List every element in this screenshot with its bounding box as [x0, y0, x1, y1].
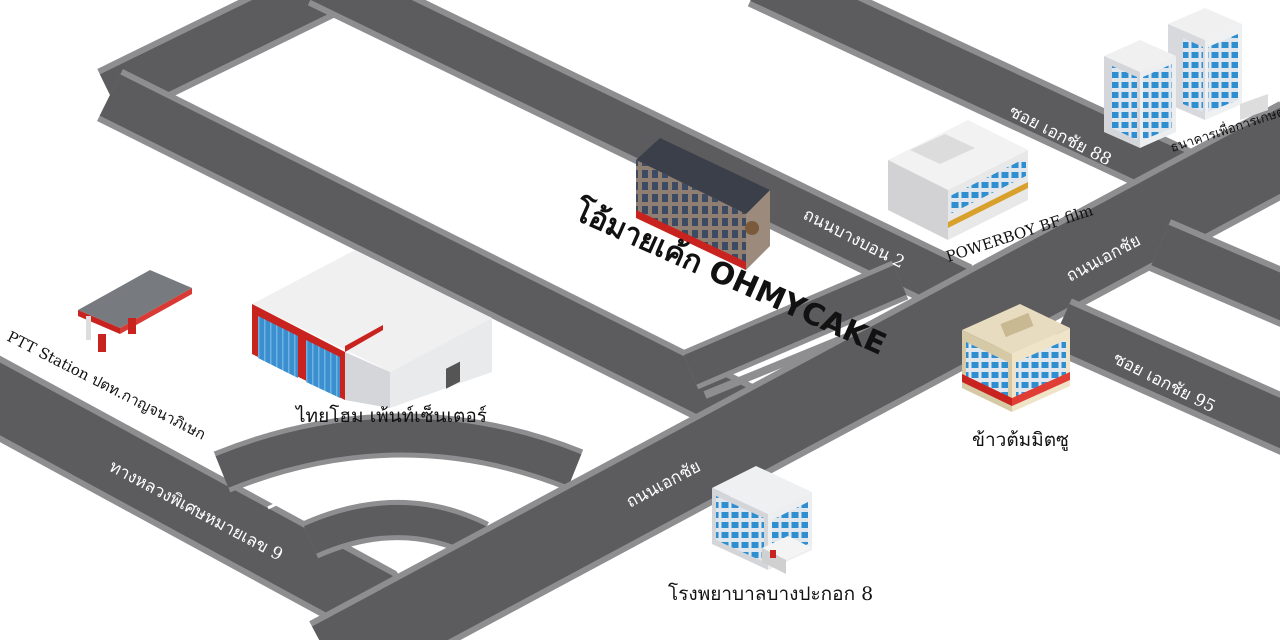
powerboy-building: [888, 120, 1028, 240]
road-ekkachai-main: [309, 101, 1280, 640]
bank-buildings: [1104, 8, 1268, 148]
khaotom-mitsu-building: [962, 304, 1070, 412]
ptt-station-canopy: [78, 270, 192, 352]
hospital-building: [712, 466, 812, 574]
road-block-ring: [97, 0, 973, 436]
road-soi-ekkachai-93-95: [1048, 219, 1280, 455]
road-interchange-loop: [213, 413, 584, 559]
place-label-khaotom: ข้าวต้มมิตซู: [972, 429, 1069, 451]
thaihome-warehouse: [252, 250, 492, 408]
place-label-thaihome: ไทยโฮม เพ้นท์เซ็นเตอร์: [294, 403, 487, 427]
road-soi-ekkachai-88: [747, 0, 1203, 207]
ohmycake-shop-building[interactable]: [636, 138, 770, 270]
place-label-hospital: โรงพยาบาลบางปะกอก 8: [668, 582, 873, 605]
